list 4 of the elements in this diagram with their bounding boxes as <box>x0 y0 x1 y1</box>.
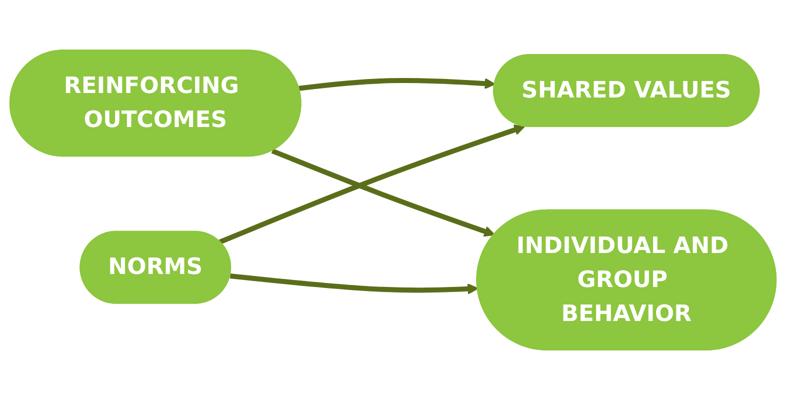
arrow <box>219 124 526 244</box>
arrow <box>271 148 496 237</box>
arrow <box>230 273 478 294</box>
arrow <box>298 78 496 91</box>
